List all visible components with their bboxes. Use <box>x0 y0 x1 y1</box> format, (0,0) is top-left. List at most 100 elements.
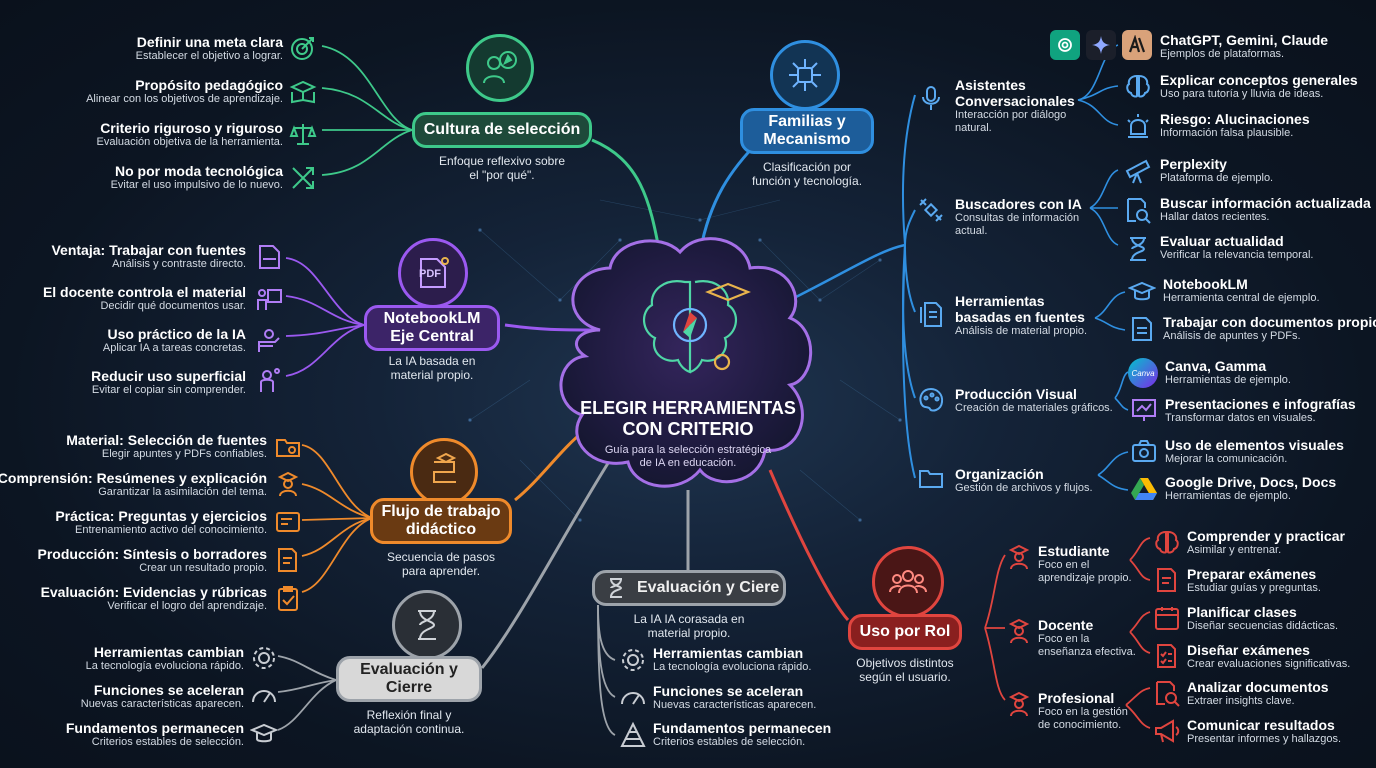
notebook-item-sub: Decidir qué documentos usar. <box>100 300 246 312</box>
familias-leaf-6[interactable]: Evaluar actualidad Verificar la relevanc… <box>1160 233 1313 262</box>
platform-logos-icon <box>1050 30 1154 60</box>
cultura-item-2[interactable]: Propósito pedagógico Alinear con los obj… <box>86 77 283 106</box>
familias-leaf-9[interactable]: Canva, Gamma Herramientas de ejemplo. <box>1165 358 1291 387</box>
notebook-item-2[interactable]: El docente controla el material Decidir … <box>43 284 246 313</box>
familias-group-title-line1: Producción Visual <box>955 386 1077 402</box>
cultura-item-1[interactable]: Definir una meta clara Establecer el obj… <box>136 34 283 63</box>
notebook-item-3[interactable]: Uso práctico de la IA Aplicar IA a tarea… <box>103 326 246 355</box>
person-compass-icon <box>483 51 517 84</box>
notebook-item-4[interactable]: Reducir uso superficial Evitar el copiar… <box>91 368 246 397</box>
familias-group-4[interactable]: Producción Visual Creación de materiales… <box>955 386 1113 415</box>
notebook-item-sub: Evitar el copiar sin comprender. <box>91 384 246 396</box>
center-title-line1: ELEGIR HERRAMIENTAS <box>580 398 796 418</box>
cierre-left-desc-line2: adaptación continua. <box>353 722 465 736</box>
center-subtitle-line2: de IA en educación. <box>639 457 737 469</box>
rol-role-1[interactable]: Estudiante Foco en el aprendizaje propio… <box>1038 543 1132 585</box>
cierre-center-item-3[interactable]: Fundamentos permanecen Criterios estable… <box>653 720 831 749</box>
cultura-item-3[interactable]: Criterio riguroso y riguroso Evaluación … <box>96 120 283 149</box>
familias-label-line2: Mecanismo <box>763 131 851 148</box>
familias-leaf-8[interactable]: Trabajar con documentos propios Análisis… <box>1163 314 1376 343</box>
rol-role-2[interactable]: Docente Foco en la enseñanza efectiva. <box>1038 617 1136 659</box>
flujo-item-4[interactable]: Producción: Síntesis o borradores Crear … <box>38 546 268 575</box>
familias-group-sub-line1: Creación de materiales gráficos. <box>955 402 1113 414</box>
cultura-desc-line2: el "por qué". <box>469 168 535 182</box>
familias-leaf-5[interactable]: Buscar información actualizada Hallar da… <box>1160 195 1371 224</box>
rol-desc-line2: según el usuario. <box>859 670 951 684</box>
notebook-item-title: Uso práctico de la IA <box>107 326 246 342</box>
flujo-item-1[interactable]: Material: Selección de fuentes Elegir ap… <box>66 432 267 461</box>
exam-icon <box>1153 566 1181 594</box>
familias-leaf-3[interactable]: Riesgo: Alucinaciones Información falsa … <box>1160 111 1310 140</box>
hourglass-icon <box>610 578 623 598</box>
flujo-item-2[interactable]: Comprensión: Resúmenes y explicación Gar… <box>0 470 267 499</box>
notebook-desc-line1: La IA basada en <box>388 354 476 368</box>
familias-leaf-2[interactable]: Explicar conceptos generales Uso para tu… <box>1160 72 1358 101</box>
cierre-left-item-1[interactable]: Herramientas cambian La tecnología evolu… <box>86 644 244 673</box>
familias-leaf-title: Evaluar actualidad <box>1160 233 1284 249</box>
cierre-center-item-1[interactable]: Herramientas cambian La tecnología evolu… <box>653 645 811 674</box>
familias-group-3[interactable]: Herramientas basadas en fuentes Análisis… <box>955 293 1087 338</box>
flujo-item-3[interactable]: Práctica: Preguntas y ejercicios Entrena… <box>55 508 267 537</box>
flujo-item-5[interactable]: Evaluación: Evidencias y rúbricas Verifi… <box>41 584 267 613</box>
hourglass-icon <box>1124 235 1152 263</box>
familias-leaf-sub: Herramienta central de ejemplo. <box>1163 292 1320 304</box>
cierre-left-node[interactable]: Evaluación y Cierre <box>336 656 482 702</box>
camera-icon <box>1130 437 1158 465</box>
cierre-center-node[interactable]: Evaluación y Ciere <box>592 570 786 606</box>
graduation-cap-icon <box>1127 278 1157 306</box>
brain-icon <box>1124 72 1152 100</box>
familias-leaf-sub: Información falsa plausible. <box>1160 127 1294 139</box>
familias-leaf-12[interactable]: Google Drive, Docs, Docs Herramientas de… <box>1165 474 1336 503</box>
rol-leaf-6[interactable]: Comunicar resultados Presentar informes … <box>1187 717 1341 746</box>
cierre-left-item-3[interactable]: Fundamentos permanecen Criterios estable… <box>66 720 244 749</box>
professional-icon <box>1005 690 1033 718</box>
teacher-icon <box>1005 617 1033 645</box>
notebook-item-title: Ventaja: Trabajar con fuentes <box>51 242 246 258</box>
rol-role-3[interactable]: Profesional Foco en la gestión de conoci… <box>1038 690 1128 732</box>
notebook-item-1[interactable]: Ventaja: Trabajar con fuentes Análisis y… <box>51 242 246 271</box>
familias-group-2[interactable]: Buscadores con IA Consultas de informaci… <box>955 196 1082 238</box>
flujo-item-sub: Entrenamiento activo del conocimiento. <box>75 524 267 536</box>
cierre-center-item-2[interactable]: Funciones se aceleran Nuevas característ… <box>653 683 816 712</box>
cierre-left-item-2[interactable]: Funciones se aceleran Nuevas característ… <box>81 682 244 711</box>
familias-desc: Clasificación por función y tecnología. <box>732 160 882 188</box>
familias-leaf-1[interactable]: ChatGPT, Gemini, Claude Ejemplos de plat… <box>1160 32 1328 61</box>
familias-leaf-sub: Plataforma de ejemplo. <box>1160 172 1274 184</box>
notebook-label-line2: Eje Central <box>390 328 474 345</box>
pyramid-icon <box>619 721 647 749</box>
familias-group-sub-line2: natural. <box>955 122 992 134</box>
rol-leaf-2[interactable]: Preparar exámenes Estudiar guías y pregu… <box>1187 566 1321 595</box>
familias-group-5[interactable]: Organización Gestión de archivos y flujo… <box>955 466 1093 495</box>
cierre-center-item-sub: La tecnología evoluciona rápido. <box>653 661 812 673</box>
familias-leaf-title: Explicar conceptos generales <box>1160 72 1358 88</box>
rol-leaf-4[interactable]: Diseñar exámenes Crear evaluaciones sign… <box>1187 642 1350 671</box>
rol-leaf-3[interactable]: Planificar clases Diseñar secuencias did… <box>1187 604 1338 633</box>
cultura-item-4[interactable]: No por moda tecnológica Evitar el uso im… <box>111 163 283 192</box>
target-icon <box>289 34 317 62</box>
notebook-node[interactable]: NotebookLM Eje Central <box>364 305 500 351</box>
cierre-left-desc: Reflexión final y adaptación continua. <box>336 708 482 736</box>
familias-group-1[interactable]: Asistentes Conversacionales Interacción … <box>955 77 1075 135</box>
cultura-node[interactable]: Cultura de selección <box>412 112 592 148</box>
rol-role-sub-line1: Foco en el <box>1038 559 1090 571</box>
rol-node[interactable]: Uso por Rol <box>848 614 962 650</box>
rol-icon-circle <box>872 546 944 618</box>
familias-leaf-11[interactable]: Uso de elementos visuales Mejorar la com… <box>1165 437 1344 466</box>
cierre-left-label-line2: Cierre <box>385 679 433 696</box>
familias-leaf-4[interactable]: Perplexity Plataforma de ejemplo. <box>1160 156 1273 185</box>
cultura-item-sub: Establecer el objetivo a lograr. <box>135 50 283 62</box>
familias-leaf-sub: Análisis de apuntes y PDFs. <box>1163 330 1301 342</box>
rol-role-sub-line2: aprendizaje propio. <box>1038 572 1132 584</box>
rol-leaf-sub: Extraer insights clave. <box>1187 695 1295 707</box>
familias-leaf-7[interactable]: NotebookLM Herramienta central de ejempl… <box>1163 276 1320 305</box>
familias-group-sub-line1: Interacción por diálogo <box>955 109 1067 121</box>
familias-node[interactable]: Familias y Mecanismo <box>740 108 874 154</box>
notebook-badge: PDF <box>419 268 441 280</box>
rol-leaf-1[interactable]: Comprender y practicar Asimilar y entren… <box>1187 528 1345 557</box>
familias-leaf-title: Uso de elementos visuales <box>1165 437 1344 453</box>
rol-leaf-5[interactable]: Analizar documentos Extraer insights cla… <box>1187 679 1329 708</box>
folder-icon <box>917 464 945 492</box>
familias-leaf-10[interactable]: Presentaciones e infografías Transformar… <box>1165 396 1356 425</box>
flujo-node[interactable]: Flujo de trabajo didáctico <box>370 498 512 544</box>
